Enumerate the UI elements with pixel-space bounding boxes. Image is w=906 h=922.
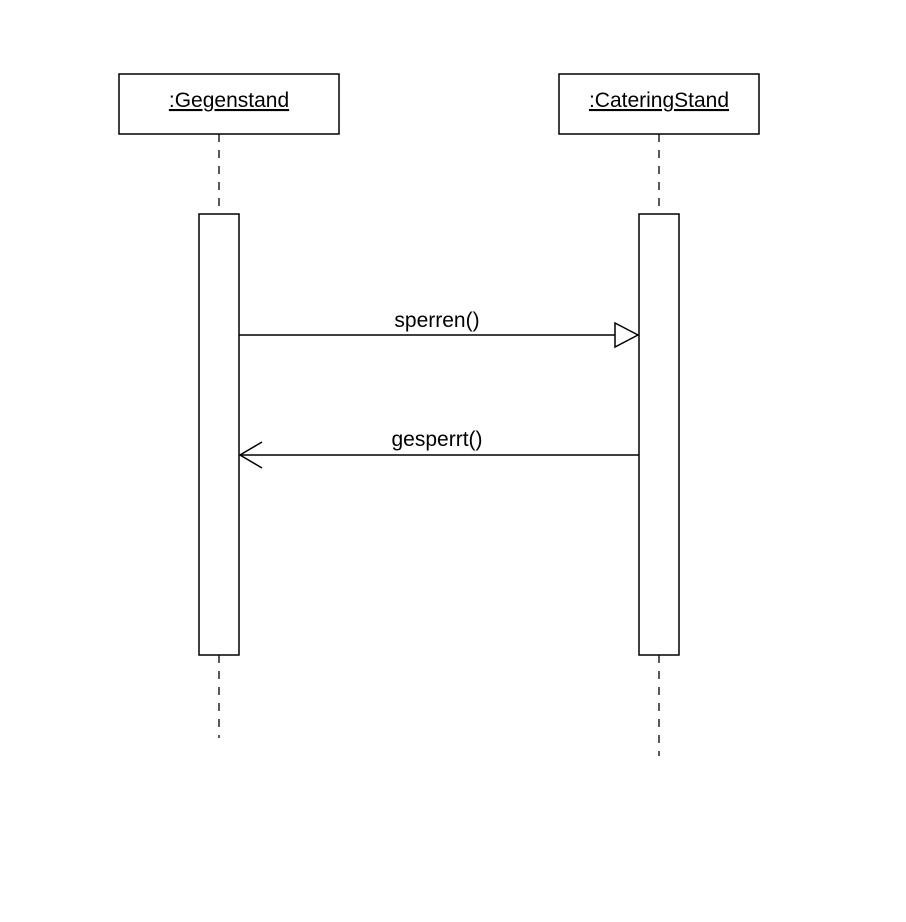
participant-label-gegenstand: :Gegenstand [169,89,289,112]
open-arrowhead-icon [238,441,263,469]
message-gesperrt: gesperrt() [238,428,639,469]
participant-cateringstand: :CateringStand [558,73,760,756]
message-label-gesperrt: gesperrt() [391,428,482,451]
activation-bar-cateringstand [638,213,680,656]
participant-label-cateringstand: :CateringStand [589,89,729,112]
participant-gegenstand: :Gegenstand [118,73,340,738]
message-label-sperren: sperren() [394,309,479,332]
hollow-arrowhead-icon [614,321,640,349]
participant-box-gegenstand [118,73,340,135]
activation-bar-gegenstand [198,213,240,656]
participant-box-cateringstand [558,73,760,135]
message-sperren: sperren() [239,309,640,349]
